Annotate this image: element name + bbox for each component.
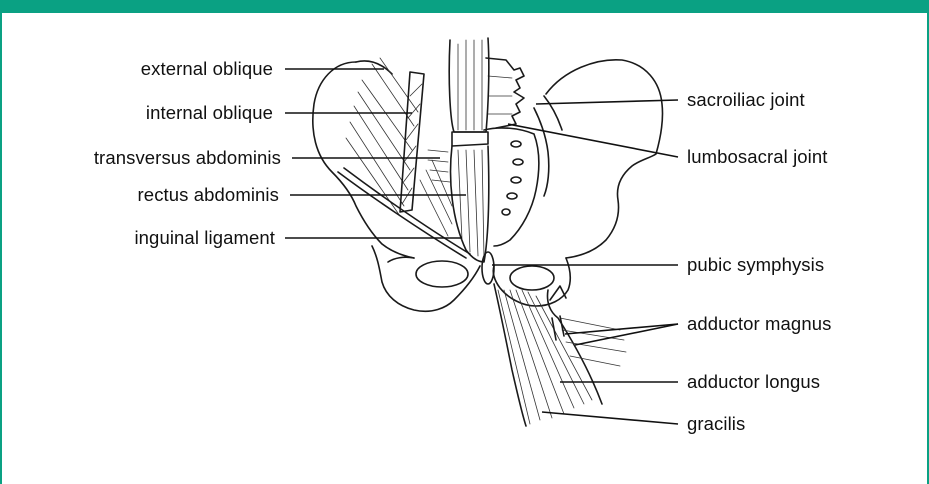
label-pubic-symphysis: pubic symphysis xyxy=(687,254,824,275)
label-transversus-abdominis: transversus abdominis xyxy=(94,147,281,168)
left-pubic-ramus xyxy=(388,257,414,262)
external-oblique-fibers xyxy=(346,58,452,236)
label-gracilis: gracilis xyxy=(687,413,745,434)
rectus-fibers xyxy=(458,40,484,258)
left-obturator-foramen xyxy=(416,261,468,287)
leader-lines xyxy=(285,69,678,424)
label-sacroiliac-joint: sacroiliac joint xyxy=(687,89,805,110)
left-ilium xyxy=(313,62,414,258)
rectus-tendinous-band xyxy=(452,132,488,146)
right-labels: sacroiliac joint lumbosacral joint pubic… xyxy=(687,89,831,434)
label-adductor-magnus: adductor magnus xyxy=(687,313,831,334)
transversus-fibers xyxy=(428,150,450,182)
right-sacroiliac-line xyxy=(534,108,549,196)
left-labels: external oblique internal oblique transv… xyxy=(94,58,281,248)
sacral-foramina xyxy=(502,141,523,215)
label-external-oblique: external oblique xyxy=(141,58,273,79)
right-ilium xyxy=(546,60,663,258)
vertebral-discs xyxy=(488,76,512,114)
adductor-group-outline xyxy=(494,284,526,426)
adductor-origin xyxy=(550,286,566,300)
pubic-symphysis-disc xyxy=(482,252,494,284)
label-adductor-longus: adductor longus xyxy=(687,371,820,392)
adductor-fibers xyxy=(498,290,626,424)
right-obturator-foramen xyxy=(510,266,554,290)
pelvis-illustration xyxy=(313,38,663,426)
label-internal-oblique: internal oblique xyxy=(146,102,273,123)
label-inguinal-ligament: inguinal ligament xyxy=(134,227,275,248)
lumbar-vertebrae xyxy=(486,58,524,128)
right-iliac-crest xyxy=(544,96,562,130)
internal-oblique-strip xyxy=(400,72,424,212)
label-rectus-abdominis: rectus abdominis xyxy=(138,184,279,205)
rectus-abdominis-muscle xyxy=(449,38,489,132)
label-lumbosacral-joint: lumbosacral joint xyxy=(687,146,828,167)
